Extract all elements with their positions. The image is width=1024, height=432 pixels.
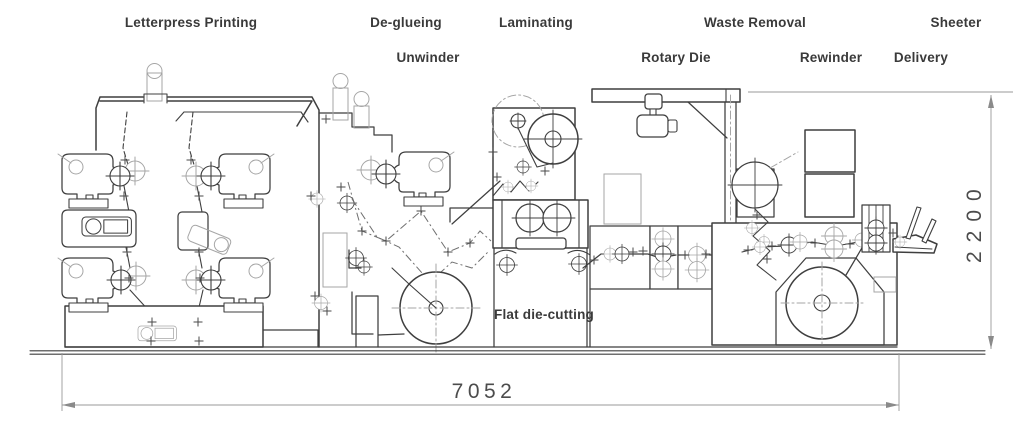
label-sheeter: Sheeter (930, 15, 982, 30)
label-waste-removal: Waste Removal (704, 15, 806, 30)
overall-height-dimension: 2200 (963, 180, 986, 263)
ground-line (29, 346, 986, 355)
beam-trolley (644, 93, 663, 110)
control-cabinet-upper (804, 129, 856, 173)
de-glueing-unit (392, 151, 455, 207)
overall-length-dimension: 7052 (452, 380, 517, 403)
delivery-arm (921, 218, 937, 244)
label-de-glueing: De-glueing (370, 15, 442, 30)
print-unit-3 (57, 257, 120, 313)
de-glueing-unwinder-section (306, 73, 494, 353)
label-letterpress-printing: Letterpress Printing (124, 15, 258, 30)
delivery-arm (905, 206, 922, 240)
delivery-sheeter-section (861, 204, 938, 255)
label-unwinder: Unwinder (396, 50, 460, 65)
flat-die-cutting-section (492, 199, 591, 348)
control-cabinet-lower (804, 173, 855, 218)
exhaust-stack (332, 87, 349, 121)
overhead-beam (591, 88, 741, 103)
label-laminating: Laminating (498, 15, 574, 30)
rotary-die-section (582, 173, 713, 348)
letterpress-section (57, 63, 320, 348)
tilted-cartridge (187, 224, 232, 255)
print-unit-1 (57, 153, 120, 209)
laminating-section (451, 94, 583, 225)
dimension-annotations: 7052 2200 (61, 91, 1013, 411)
exhaust-stack (146, 72, 163, 102)
print-unit-2 (212, 153, 275, 209)
waste-removal-section (591, 88, 799, 231)
label-rotary-die: Rotary Die (641, 50, 711, 65)
label-rewinder: Rewinder (799, 50, 863, 65)
label-delivery: Delivery (893, 50, 949, 65)
suction-motor (636, 114, 669, 138)
print-unit-4 (212, 257, 275, 313)
letterpress-pedestal (64, 305, 264, 348)
exhaust-stack (353, 105, 370, 129)
label-flat-die-cutting: Flat die-cutting (494, 307, 594, 322)
